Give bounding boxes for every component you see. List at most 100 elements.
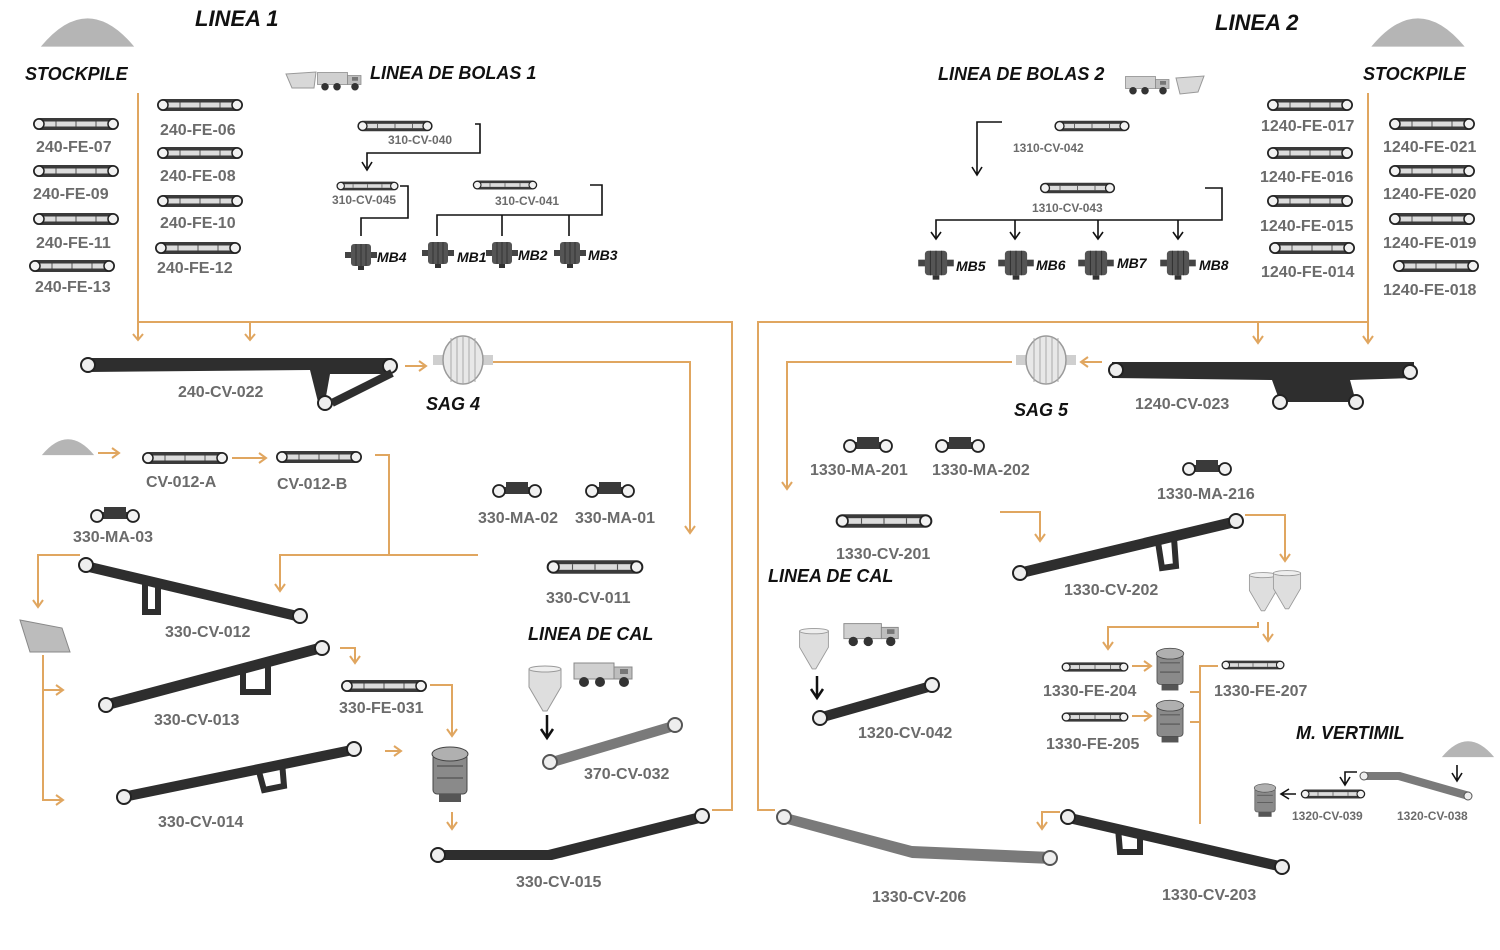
conveyor-310-cv-045[interactable]: [335, 181, 400, 191]
feeder-1240-fe-019[interactable]: [1388, 212, 1476, 226]
feeder-label: 1240-FE-018: [1383, 282, 1476, 299]
feeder-label: 240-FE-09: [33, 186, 109, 203]
feeders-line2-col2: 1240-FE-021 1240-FE-020 1240-FE-019 1240…: [1383, 117, 1480, 299]
conveyor-330-cv-014[interactable]: [116, 741, 362, 805]
vertimil-feed-arrow: [1451, 765, 1463, 783]
feeder-240-fe-12[interactable]: [154, 241, 242, 255]
pile-icon: [41, 439, 95, 456]
lime-silo-icon: [799, 627, 829, 670]
conveyor-1310-cv-043[interactable]: [1040, 183, 1115, 194]
ball-mill-icon[interactable]: [421, 241, 455, 268]
flow-crusher-down: [446, 812, 458, 831]
feeder-1240-fe-021[interactable]: [1388, 117, 1476, 131]
conveyor-1320-cv-038[interactable]: [1359, 771, 1473, 801]
conveyor-330-cv-015[interactable]: [430, 808, 710, 863]
flow-fe031: [430, 684, 458, 738]
conveyor-cv-012-b[interactable]: [275, 450, 363, 464]
feeder-240-fe-06[interactable]: [156, 98, 244, 112]
conveyor-310-cv-040[interactable]: [356, 119, 434, 133]
conveyor-label: 330-CV-012: [165, 624, 250, 641]
ball-mill-icon[interactable]: [344, 243, 378, 270]
feeder-label: 240-FE-13: [35, 279, 111, 296]
feeder-label: 1240-FE-015: [1260, 218, 1353, 235]
conveyor-1330-cv-206[interactable]: [776, 809, 1058, 866]
feeder-1240-fe-017[interactable]: [1266, 98, 1354, 112]
feeder-1240-fe-018[interactable]: [1392, 259, 1480, 273]
magnet-icon[interactable]: [935, 436, 985, 453]
conveyor-330-cv-012[interactable]: [78, 557, 308, 624]
feeder-1240-fe-016[interactable]: [1266, 146, 1354, 160]
feeder-330-fe-031[interactable]: [340, 679, 428, 693]
feeder-240-fe-11[interactable]: [32, 212, 120, 226]
feeders-line2-col1: 1240-FE-017 1240-FE-016 1240-FE-015 1240…: [1260, 98, 1356, 281]
feeder-label: 1330-FE-204: [1043, 683, 1136, 700]
feeder-1330-fe-205[interactable]: [1060, 711, 1130, 723]
conveyor-cv-012-a[interactable]: [141, 451, 229, 465]
silo-icon: [1248, 572, 1278, 612]
feeder-label: 1330-FE-207: [1214, 683, 1307, 700]
truck-icon: [317, 72, 362, 91]
ball-mill-icon[interactable]: [997, 250, 1035, 280]
conveyor-310-cv-041[interactable]: [471, 179, 539, 191]
lime-truck-icon: [573, 662, 633, 688]
magnet-icon[interactable]: [843, 436, 893, 453]
conveyor-1330-cv-203[interactable]: [1060, 809, 1290, 875]
hopper-icon: [285, 71, 317, 89]
vertimil-icon[interactable]: [1253, 783, 1277, 818]
ball-mill-icon[interactable]: [1159, 250, 1197, 280]
feeder-240-fe-10[interactable]: [156, 194, 244, 208]
feeders-col2: 240-FE-06 240-FE-08 240-FE-10 240-FE-12: [154, 98, 244, 277]
conveyor-label: 1240-CV-023: [1135, 396, 1229, 413]
magnet-icon[interactable]: [1182, 459, 1232, 476]
ball-mill-label: MB6: [1036, 257, 1066, 273]
vertical-crusher-icon[interactable]: [1155, 699, 1185, 743]
conveyor-330-cv-013[interactable]: [98, 640, 330, 713]
conveyor-label: 330-CV-013: [154, 712, 239, 729]
flow-fe205: [1132, 710, 1153, 722]
conveyor-1320-cv-042[interactable]: [812, 677, 940, 726]
conveyor-1240-cv-023[interactable]: [1108, 362, 1418, 410]
conveyor-370-cv-032[interactable]: [542, 717, 683, 770]
feeder-label: 240-FE-10: [160, 215, 236, 232]
conveyor-label: 330-CV-011: [546, 590, 631, 607]
conveyor-1330-cv-201[interactable]: [833, 512, 935, 530]
feeder-1240-fe-015[interactable]: [1266, 194, 1354, 208]
stockpile-1-icon: [40, 18, 135, 47]
feeder-1240-fe-020[interactable]: [1388, 164, 1476, 178]
mb-feed-lines-2: [935, 187, 1223, 238]
vertical-crusher-icon[interactable]: [1155, 647, 1185, 691]
feeder-240-fe-13[interactable]: [28, 259, 116, 273]
ball-mill-icon[interactable]: [485, 241, 519, 268]
ball-mill-icon[interactable]: [553, 241, 587, 268]
feeder-1330-fe-207[interactable]: [1220, 659, 1286, 671]
conveyor-label: 1330-CV-203: [1162, 887, 1256, 904]
ball-mill-icon[interactable]: [1077, 250, 1115, 280]
conveyor-label: 1310-CV-043: [1032, 201, 1103, 215]
sag-mill-4-icon[interactable]: [433, 335, 493, 385]
conveyor-240-cv-022[interactable]: [80, 357, 398, 411]
ball-line-1-feed: [366, 123, 481, 168]
feeder-1330-fe-204[interactable]: [1060, 661, 1130, 673]
feeder-label: 1240-FE-016: [1260, 169, 1353, 186]
conveyor-1310-cv-042[interactable]: [1053, 119, 1131, 133]
flow-cv014-to-crusher: [385, 745, 403, 757]
sag-mill-5-icon[interactable]: [1016, 335, 1076, 385]
line-1-title: LINEA 1: [195, 6, 279, 31]
feeder-240-fe-09[interactable]: [32, 164, 120, 178]
flow-silos-left: [1102, 622, 1259, 651]
magnet-icon[interactable]: [492, 481, 542, 498]
flow-to-silos: [1245, 514, 1291, 563]
feeder-240-fe-07[interactable]: [32, 117, 120, 131]
conveyor-label: 1320-CV-042: [858, 725, 952, 742]
conveyor-1320-cv-039[interactable]: [1300, 788, 1366, 800]
magnet-icon[interactable]: [90, 506, 140, 523]
vertical-crusher-icon[interactable]: [431, 746, 469, 803]
lime-line-1-title: LINEA DE CAL: [528, 624, 653, 644]
feeder-1240-fe-014[interactable]: [1268, 241, 1356, 255]
ball-mill-icon[interactable]: [917, 250, 955, 280]
magnet-icon[interactable]: [585, 481, 635, 498]
feeder-240-fe-08[interactable]: [156, 146, 244, 160]
ball-line-2-feed: [971, 121, 1002, 177]
conveyor-1330-cv-202[interactable]: [1012, 513, 1244, 581]
conveyor-330-cv-011[interactable]: [544, 558, 646, 576]
